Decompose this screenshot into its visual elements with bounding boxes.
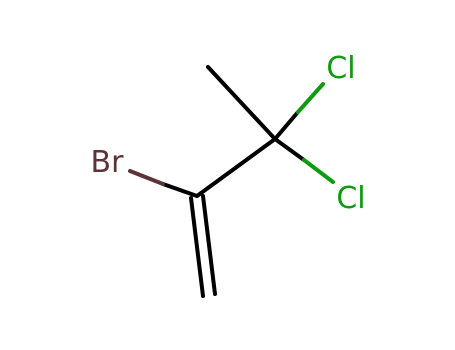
bond-c2-c1-double-b xyxy=(201,194,217,296)
bonds xyxy=(128,65,335,298)
chlorine-top-label: Cl xyxy=(326,51,355,86)
bond-c2-br-carbon-half xyxy=(161,182,199,198)
bond-c3-methyl xyxy=(206,65,277,141)
bond-c2-c1-double-a xyxy=(189,196,205,298)
bond-c3-cl-top-chlorine-half xyxy=(296,82,325,114)
bond-c2-br-bromine-half xyxy=(128,169,165,186)
bond-c3-c2 xyxy=(195,137,277,198)
bond-c3-cl-bottom-chlorine-half xyxy=(302,158,335,184)
bond-c3-cl-bottom-carbon-half xyxy=(273,137,306,162)
chlorine-bottom-label: Cl xyxy=(336,181,365,216)
bromine-label: Br xyxy=(91,145,125,180)
bond-c3-cl-top-carbon-half xyxy=(273,110,300,141)
